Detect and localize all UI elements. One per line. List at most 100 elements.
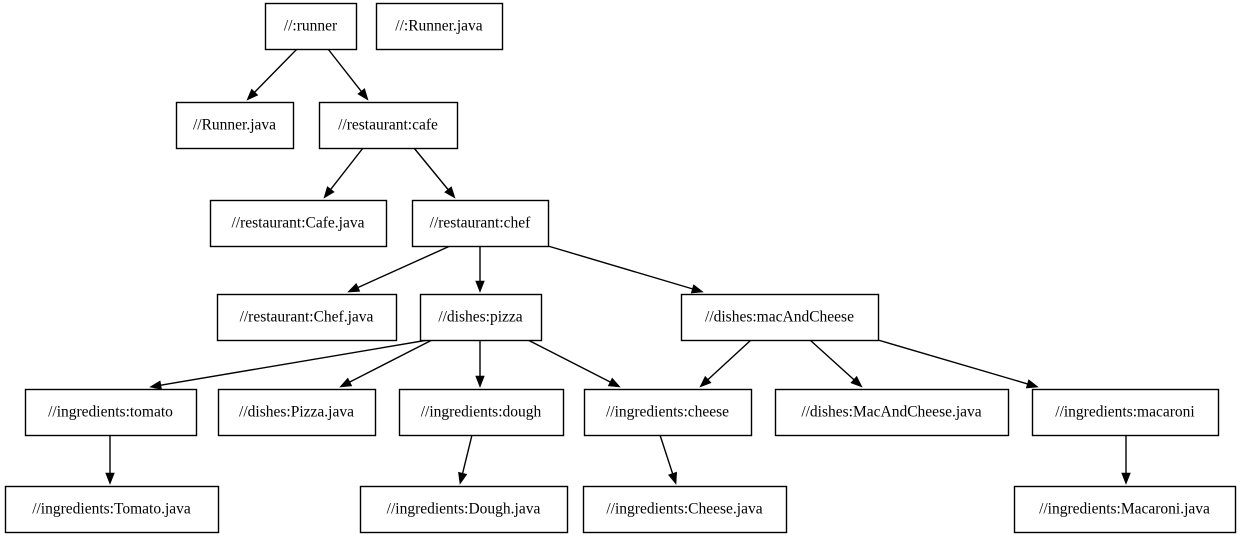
edge-arrowhead-icon bbox=[149, 380, 162, 390]
graph-node-ingredients_macaroni_java[interactable]: //ingredients:Macaroni.java bbox=[1013, 485, 1237, 534]
edge-arrowhead-icon bbox=[458, 471, 468, 485]
edge-line bbox=[254, 48, 298, 93]
node-label: //ingredients:Dough.java bbox=[387, 501, 541, 518]
node-label: //Runner.java bbox=[193, 117, 276, 134]
graph-edge bbox=[339, 339, 433, 388]
edge-line bbox=[160, 339, 429, 386]
graph-node-ingredients_cheese_java[interactable]: //ingredients:Cheese.java bbox=[582, 485, 788, 534]
edge-arrowhead-icon bbox=[347, 283, 361, 293]
graph-node-ingredients_tomato_java[interactable]: //ingredients:Tomato.java bbox=[4, 485, 220, 534]
node-box[interactable] bbox=[1013, 485, 1237, 534]
node-label: //restaurant:cafe bbox=[338, 117, 438, 134]
node-box[interactable] bbox=[375, 2, 504, 51]
edge-arrowhead-icon bbox=[444, 186, 456, 199]
graph-edge bbox=[475, 246, 485, 293]
edge-line bbox=[461, 434, 473, 474]
graph-edge bbox=[347, 245, 451, 293]
edge-arrowhead-icon bbox=[475, 280, 485, 293]
edge-arrowhead-icon bbox=[105, 472, 115, 485]
edge-arrowhead-icon bbox=[339, 377, 353, 388]
edge-arrowhead-icon bbox=[607, 377, 621, 388]
node-label: //restaurant:chef bbox=[430, 215, 532, 232]
node-label: //ingredients:Macaroni.java bbox=[1039, 501, 1210, 518]
graph-node-ingredients_dough_java[interactable]: //ingredients:Dough.java bbox=[359, 485, 569, 534]
graph-node-runner[interactable]: //:runner bbox=[264, 2, 358, 51]
graph-node-ingredients_macaroni[interactable]: //ingredients:macaroni bbox=[1031, 388, 1220, 437]
node-box[interactable] bbox=[419, 293, 543, 342]
node-box[interactable] bbox=[217, 388, 377, 437]
node-box[interactable] bbox=[24, 388, 198, 437]
node-box[interactable] bbox=[1031, 388, 1220, 437]
node-box[interactable] bbox=[680, 293, 880, 342]
graph-node-runner_java_root[interactable]: //:Runner.java bbox=[375, 2, 504, 51]
graph-node-ingredients_tomato[interactable]: //ingredients:tomato bbox=[24, 388, 198, 437]
node-label: //:Runner.java bbox=[395, 18, 483, 35]
edge-arrowhead-icon bbox=[690, 284, 704, 294]
graph-edge bbox=[809, 339, 863, 388]
node-box[interactable] bbox=[216, 293, 398, 342]
node-label: //dishes:Pizza.java bbox=[239, 404, 354, 421]
graph-node-dishes_pizza_java[interactable]: //dishes:Pizza.java bbox=[217, 388, 377, 437]
graph-node-dishes_pizza[interactable]: //dishes:pizza bbox=[419, 293, 543, 342]
node-box[interactable] bbox=[359, 485, 569, 534]
edge-arrowhead-icon bbox=[1121, 472, 1131, 485]
edge-line bbox=[327, 48, 362, 92]
edges-layer bbox=[105, 48, 1131, 485]
graph-node-restaurant_cafe[interactable]: //restaurant:cafe bbox=[318, 101, 459, 150]
graph-edge bbox=[699, 339, 752, 388]
node-box[interactable] bbox=[398, 388, 565, 437]
node-box[interactable] bbox=[411, 199, 550, 248]
node-label: //ingredients:Tomato.java bbox=[32, 501, 191, 518]
edge-arrowhead-icon bbox=[850, 375, 863, 388]
node-label: //restaurant:Chef.java bbox=[240, 309, 374, 326]
node-label: //dishes:MacAndCheese.java bbox=[801, 404, 981, 421]
edge-line bbox=[413, 147, 449, 190]
graph-node-restaurant_chef[interactable]: //restaurant:chef bbox=[411, 199, 550, 248]
edge-line bbox=[547, 245, 693, 290]
node-label: //dishes:pizza bbox=[438, 309, 522, 326]
edge-line bbox=[877, 339, 1028, 385]
node-box[interactable] bbox=[582, 485, 788, 534]
node-label: //dishes:macAndCheese bbox=[705, 309, 854, 326]
graph-edge bbox=[877, 339, 1039, 389]
graph-edge bbox=[105, 435, 115, 485]
node-label: //ingredients:macaroni bbox=[1055, 404, 1195, 421]
graph-node-ingredients_dough[interactable]: //ingredients:dough bbox=[398, 388, 565, 437]
edge-line bbox=[809, 339, 855, 381]
edge-line bbox=[527, 339, 611, 383]
graph-edge bbox=[547, 245, 704, 294]
graph-edge bbox=[246, 48, 298, 101]
graph-node-ingredients_cheese[interactable]: //ingredients:cheese bbox=[583, 388, 753, 437]
graph-edge bbox=[413, 147, 456, 199]
node-box[interactable] bbox=[264, 2, 358, 51]
graph-edge bbox=[475, 340, 485, 388]
edge-line bbox=[349, 339, 433, 383]
node-box[interactable] bbox=[209, 199, 388, 248]
edge-line bbox=[357, 245, 451, 289]
graph-edge bbox=[327, 48, 369, 101]
node-box[interactable] bbox=[774, 388, 1010, 437]
node-box[interactable] bbox=[318, 101, 459, 150]
edge-line bbox=[659, 434, 674, 474]
edge-line bbox=[330, 147, 364, 190]
graph-node-dishes_macandcheese[interactable]: //dishes:macAndCheese bbox=[680, 293, 880, 342]
graph-edge bbox=[323, 147, 364, 199]
graph-node-dishes_macandcheese_java[interactable]: //dishes:MacAndCheese.java bbox=[774, 388, 1010, 437]
node-box[interactable] bbox=[175, 101, 295, 150]
graph-edge bbox=[1121, 435, 1131, 485]
edge-arrowhead-icon bbox=[246, 88, 259, 101]
node-label: //ingredients:cheese bbox=[606, 404, 729, 421]
graph-node-restaurant_cafe_java[interactable]: //restaurant:Cafe.java bbox=[209, 199, 388, 248]
graph-edge bbox=[149, 339, 429, 390]
edge-line bbox=[707, 339, 752, 381]
node-label: //ingredients:Cheese.java bbox=[606, 501, 762, 518]
edge-arrowhead-icon bbox=[699, 375, 712, 388]
edge-arrowhead-icon bbox=[475, 375, 485, 388]
node-box[interactable] bbox=[583, 388, 753, 437]
graph-node-runner_java[interactable]: //Runner.java bbox=[175, 101, 295, 150]
node-box[interactable] bbox=[4, 485, 220, 534]
graph-node-restaurant_chef_java[interactable]: //restaurant:Chef.java bbox=[216, 293, 398, 342]
edge-arrowhead-icon bbox=[357, 88, 369, 101]
